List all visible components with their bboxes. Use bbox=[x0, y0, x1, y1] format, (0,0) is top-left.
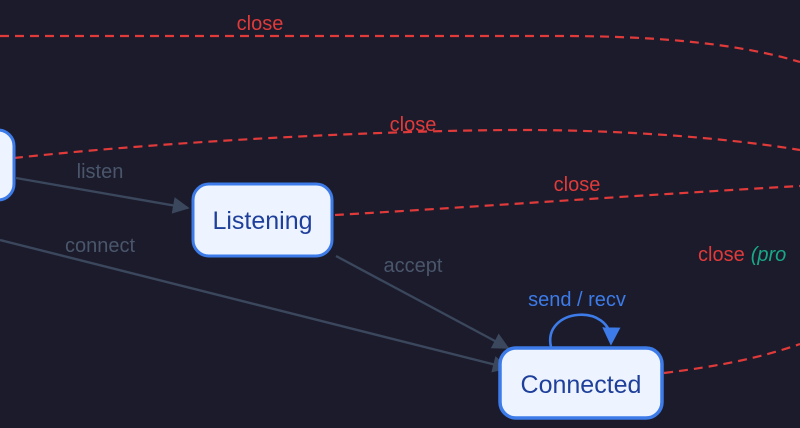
listen-edge bbox=[15, 176, 190, 214]
close-label-top: close bbox=[237, 13, 284, 35]
state-label-connected: Connected bbox=[521, 371, 642, 399]
listen-label: listen bbox=[77, 161, 124, 183]
state-node-listening[interactable]: Listening bbox=[191, 182, 334, 258]
close-label-connected: close(pro bbox=[698, 244, 786, 266]
connect-label: connect bbox=[65, 235, 135, 257]
connect-edge bbox=[0, 238, 510, 373]
send-recv-label: send / recv bbox=[528, 289, 626, 311]
accept-label: accept bbox=[384, 255, 443, 277]
close-label-listening: close bbox=[554, 174, 601, 196]
close-connected-note: (pro bbox=[751, 244, 787, 266]
accept-edge bbox=[335, 254, 510, 350]
state-label-listening: Listening bbox=[212, 207, 312, 235]
offscreen-state-node[interactable] bbox=[0, 128, 16, 202]
close-edge-top bbox=[0, 34, 800, 64]
close-label-mid: close bbox=[390, 114, 437, 136]
send-recv-loop bbox=[548, 313, 621, 348]
close-edge-mid bbox=[13, 128, 800, 160]
close-edge-connected bbox=[663, 342, 800, 375]
state-node-connected[interactable]: Connected bbox=[498, 346, 664, 420]
